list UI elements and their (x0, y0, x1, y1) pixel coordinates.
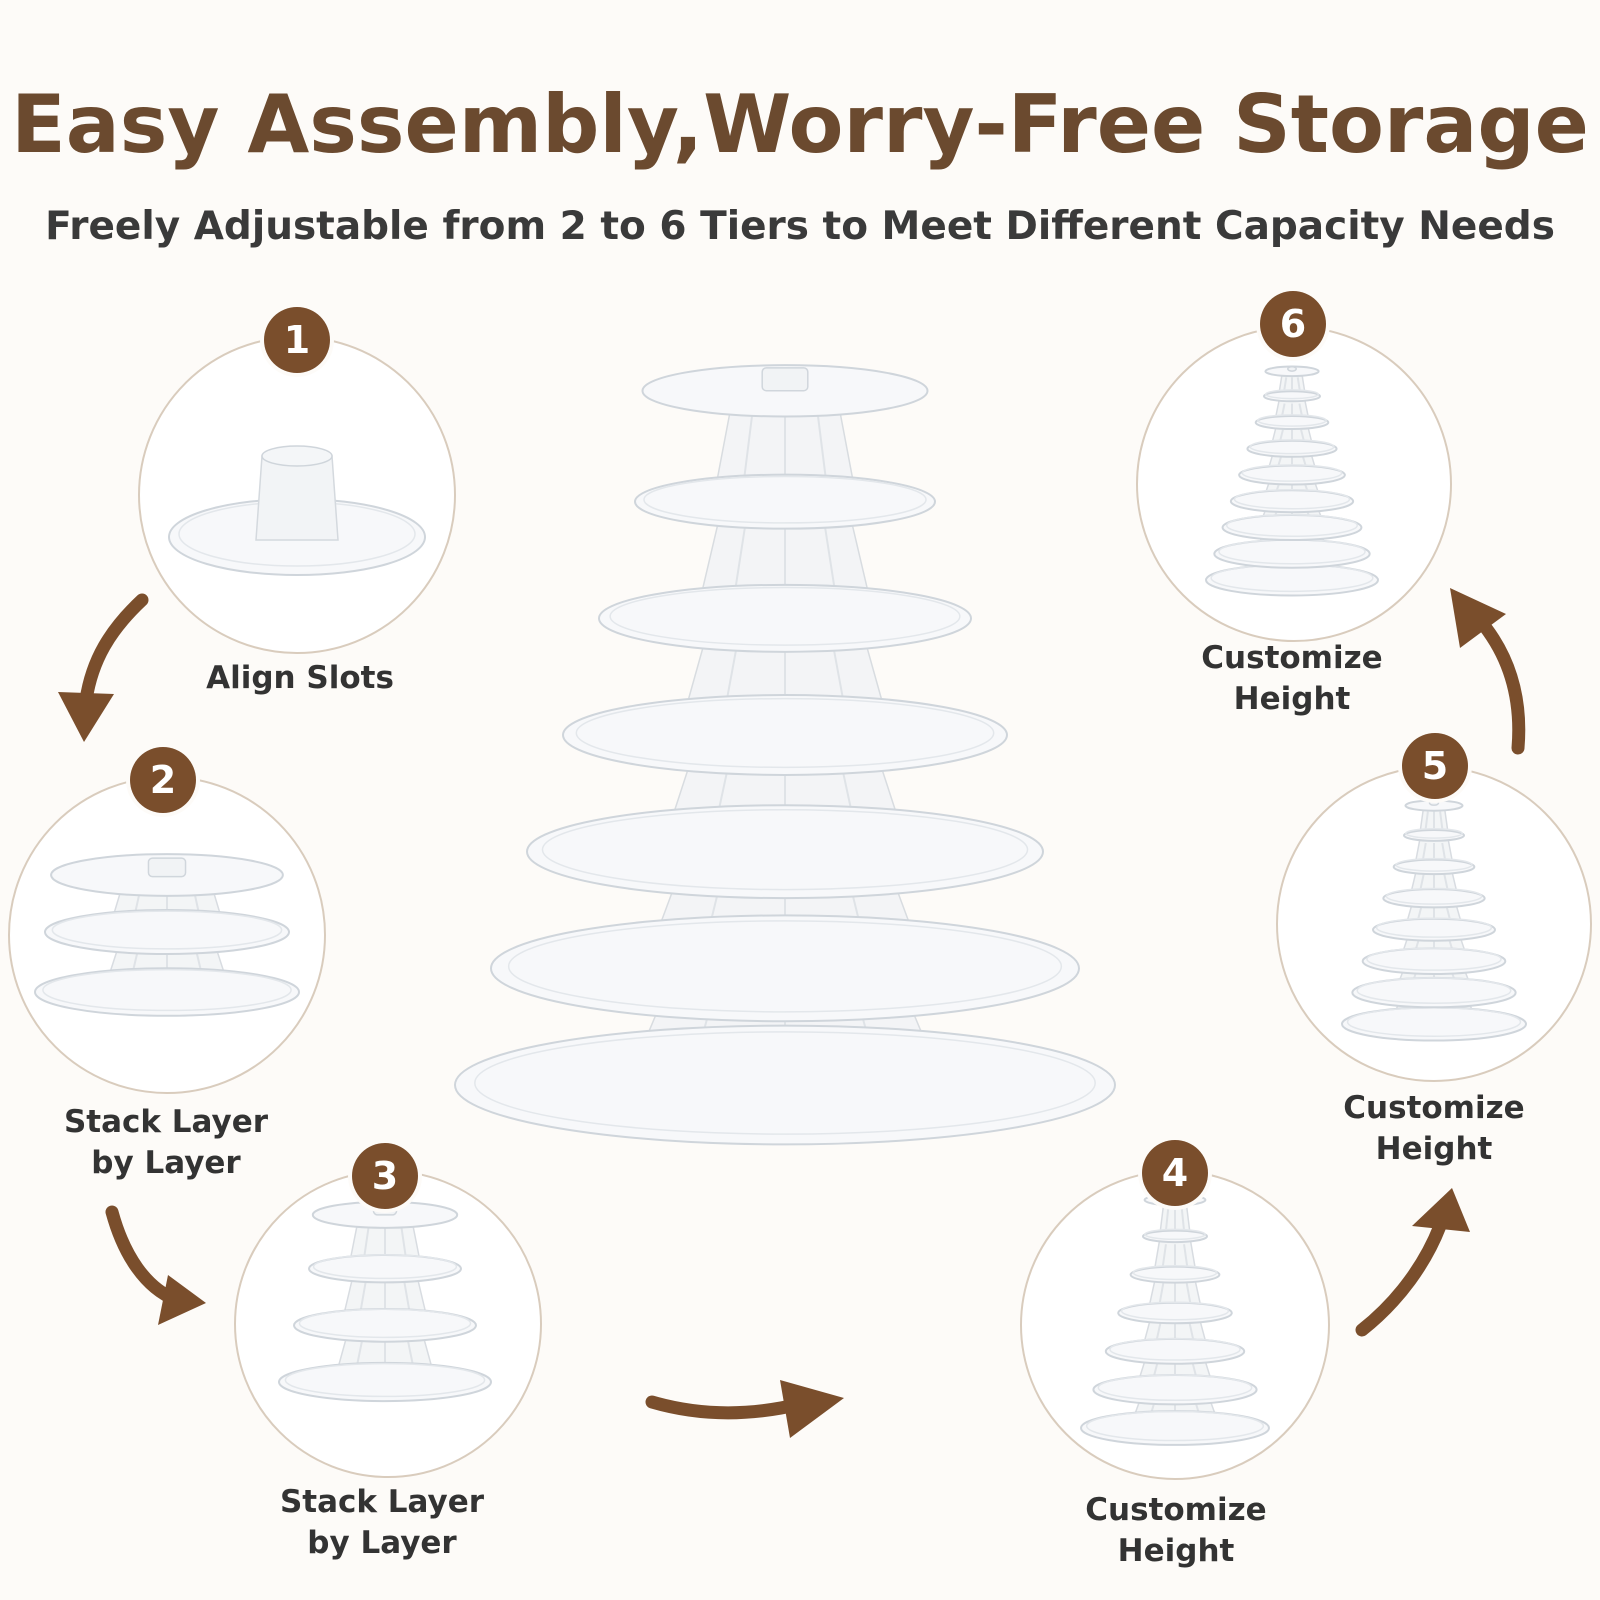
step-5-stand (1341, 799, 1527, 1042)
stand-plate-rim (42, 968, 292, 1012)
stand-plate (490, 914, 1080, 1023)
stand-plate-rim (1257, 414, 1327, 427)
main-product-stand (454, 364, 1116, 1146)
stand-column-top (261, 445, 333, 467)
stand-plate-rim (1375, 917, 1493, 938)
stand-plate-rim (1249, 439, 1335, 455)
stand-plate (1254, 414, 1330, 431)
stand-plate (1392, 858, 1476, 876)
stand-column (255, 455, 339, 541)
step-2-caption-line1: Stack Layer (63, 1104, 269, 1140)
step-1-caption: Align Slots (180, 658, 420, 699)
step-1-caption-line1: Align Slots (206, 660, 394, 696)
stand-top-knob (761, 367, 809, 392)
arrow-2-to-3-icon (105, 1205, 206, 1325)
stand-plate-rim (1144, 1228, 1206, 1241)
stand-plate-rim (1085, 1410, 1265, 1442)
step-5-caption-line1: Customize (1343, 1090, 1525, 1126)
stand-plate-rim (609, 586, 961, 646)
stand-plate (598, 583, 972, 653)
stand-plate-rim (1225, 514, 1359, 537)
stand-plate-rim (575, 697, 995, 769)
step-5-number-badge: 5 (1402, 733, 1468, 799)
stand-plate (526, 804, 1044, 900)
stand-plate-rim (51, 910, 283, 950)
stand-plate-rim (507, 920, 1063, 1013)
stand-plate (1142, 1229, 1208, 1244)
step-3-stand (278, 1200, 492, 1403)
stand-plate-rim (1109, 1337, 1241, 1361)
stand-plate-rim (1132, 1265, 1218, 1281)
step-3-number-badge: 3 (352, 1143, 418, 1209)
stand-plate (454, 1024, 1116, 1146)
step-2-caption-line2: by Layer (91, 1145, 241, 1181)
arrow-5-to-6-icon (1450, 588, 1526, 755)
stand-top-knob (147, 857, 187, 878)
stand-plate-rim (643, 475, 927, 524)
stand-plate (44, 909, 290, 955)
stand-plate-rim (1097, 1374, 1253, 1402)
stand-plate-rim (298, 1308, 472, 1339)
subheadline: Freely Adjustable from 2 to 6 Tiers to M… (45, 204, 1555, 249)
step-4-caption-line2: Height (1117, 1533, 1235, 1569)
step-4-caption: Customize Height (1056, 1490, 1296, 1572)
stand-plate (1263, 390, 1321, 403)
stand-plate (562, 694, 1008, 776)
stand-plate-rim (474, 1031, 1096, 1135)
step-4-number-badge: 4 (1142, 1140, 1208, 1206)
stand-plate-rim (1366, 947, 1502, 971)
arrow-3-to-4-icon (645, 1380, 844, 1438)
stand-plate-rim (1385, 887, 1483, 905)
stand-plate-rim (1395, 857, 1473, 872)
step-2-caption: Stack Layer by Layer (46, 1102, 286, 1184)
step-3-caption-line1: Stack Layer (279, 1484, 485, 1520)
step-5-caption: Customize Height (1314, 1088, 1554, 1170)
step-6-caption: Customize Height (1172, 638, 1412, 720)
stand-top-knob (1286, 366, 1298, 372)
step-3-caption: Stack Layer by Layer (262, 1482, 502, 1564)
step-4-stand (1080, 1193, 1270, 1446)
stand-plate-rim (1233, 489, 1351, 510)
stand-plate-rim (1264, 389, 1320, 400)
stand-rib (1180, 1205, 1186, 1233)
stand-rib (1424, 811, 1429, 832)
step-6-number-badge: 6 (1260, 291, 1326, 357)
step-6-caption-line1: Customize (1201, 640, 1383, 676)
step-6-caption-line2: Height (1233, 681, 1351, 717)
step-6-stand (1205, 365, 1379, 597)
step-3-caption-line2: by Layer (307, 1525, 457, 1561)
step-2-stand (34, 853, 300, 1017)
stand-top-knob (1428, 799, 1440, 806)
step-5-caption-line2: Height (1375, 1131, 1493, 1167)
stand-plate (34, 967, 300, 1017)
step-2-number-badge: 2 (130, 747, 196, 813)
stand-plate-rim (1120, 1301, 1230, 1321)
stand-plate (1403, 829, 1465, 842)
stand-rib (1164, 1205, 1170, 1233)
stand-plate (634, 473, 936, 530)
step-1-number-badge: 1 (264, 307, 330, 373)
arrow-4-to-5-icon (1355, 1188, 1470, 1337)
stand-plate-rim (541, 808, 1029, 891)
stand-plate-rim (312, 1254, 458, 1280)
step-1-stand (168, 445, 426, 576)
step-4-caption-line1: Customize (1085, 1492, 1267, 1528)
stand-plate-rim (1241, 464, 1343, 482)
headline: Easy Assembly,Worry-Free Storage (11, 78, 1589, 171)
stand-rib (1439, 811, 1444, 832)
stand-plate-rim (284, 1362, 486, 1398)
stand-plate-rim (1405, 828, 1463, 839)
arrow-1-to-2-icon (58, 593, 149, 742)
stand-plate-rim (1356, 977, 1512, 1004)
